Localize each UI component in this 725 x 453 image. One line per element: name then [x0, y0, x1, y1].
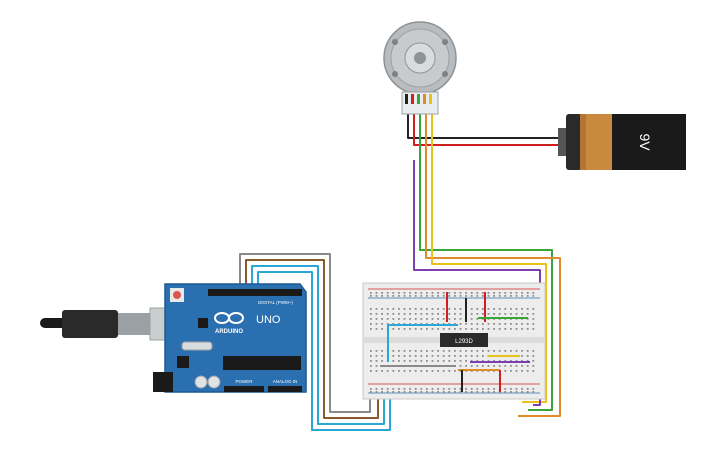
arduino-uno[interactable]: ARDUINO UNO DIGITAL (PWM~) POWER ANALOG … [40, 283, 307, 393]
capacitor-1 [194, 375, 208, 389]
wire-purple-motor[interactable] [413, 160, 541, 406]
crystal [181, 341, 213, 351]
dc-motor[interactable] [383, 21, 457, 115]
digital-header[interactable] [208, 289, 302, 296]
wire-cyan-arduino-2[interactable] [257, 271, 391, 431]
usb-cable[interactable] [40, 307, 173, 341]
power-header[interactable] [224, 386, 264, 392]
wires [239, 114, 561, 431]
breadboard[interactable]: L293D [362, 282, 546, 400]
wire-gray-arduino[interactable] [239, 253, 371, 413]
wire-red-motor-battery[interactable] [413, 114, 560, 146]
voltage-regulator [177, 356, 189, 368]
battery-9v[interactable]: 9V [558, 114, 686, 170]
arduino-model-text: UNO [256, 314, 281, 326]
arduino-analog-label: ANALOG IN [273, 379, 298, 384]
l293d-chip[interactable]: L293D [440, 333, 488, 347]
power-jack[interactable] [153, 372, 173, 392]
wire-green-motor[interactable] [419, 114, 553, 411]
chip-label: L293D [455, 339, 473, 345]
chip-small [198, 318, 208, 328]
atmega-chip [223, 356, 301, 370]
arduino-logo: ARDUINO [214, 312, 244, 335]
wire-yellow-motor[interactable] [431, 114, 547, 403]
capacitor-2 [207, 375, 221, 389]
wire-orange-motor[interactable] [425, 114, 561, 417]
wire-cyan-arduino-1[interactable] [251, 265, 385, 425]
battery-label: 9V [637, 133, 653, 151]
wire-black-motor-battery[interactable] [407, 114, 560, 139]
wire-brown-arduino[interactable] [245, 259, 379, 419]
analog-header[interactable] [268, 386, 302, 392]
arduino-power-label: POWER [235, 379, 253, 384]
arduino-digital-label: DIGITAL (PWM~) [258, 300, 293, 305]
arduino-logo-text: ARDUINO [215, 329, 243, 335]
